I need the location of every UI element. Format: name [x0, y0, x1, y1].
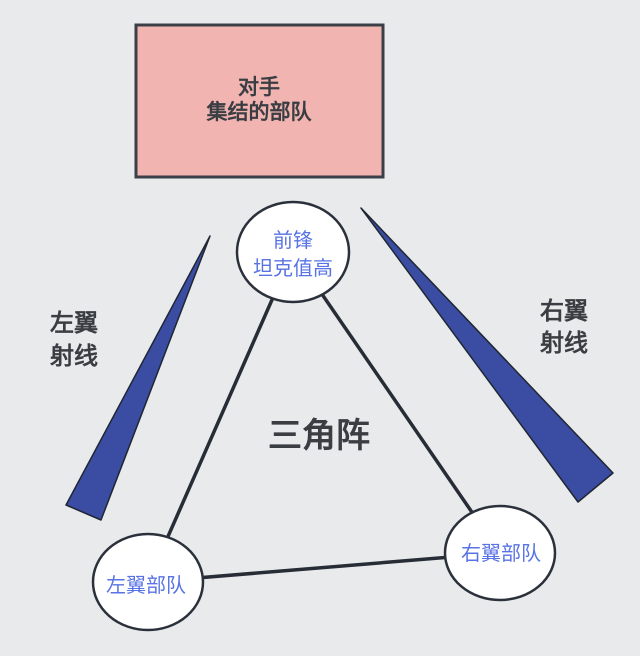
left-ray-label-line2: 射线 — [49, 343, 98, 370]
connector-leftwing-rightwing — [146, 551, 502, 584]
right-wing-node-label: 右翼部队 — [461, 542, 541, 565]
enemy-troops-label-line2: 集结的部队 — [206, 100, 313, 124]
left-wing-node — [91, 532, 205, 632]
left-ray-label-line1: 左翼 — [50, 310, 98, 337]
enemy-troops-box — [134, 23, 385, 179]
right-ray-label-line2: 射线 — [539, 330, 588, 357]
connector-vanguard-rightwing — [291, 250, 502, 555]
right-ray-wedge — [360, 207, 614, 503]
left-wing-node-label: 左翼部队 — [106, 574, 186, 597]
left-ray-wedge — [65, 235, 211, 521]
connector-vanguard-leftwing — [146, 250, 295, 584]
vanguard-node-label-line2: 坦克值高 — [253, 257, 333, 280]
right-ray-label-line1: 右翼 — [540, 298, 588, 325]
right-wing-node — [443, 504, 557, 602]
vanguard-node-label-line1: 前锋 — [273, 229, 313, 252]
enemy-troops-label-line1: 对手 — [238, 75, 280, 99]
formation-title: 三角阵 — [268, 417, 370, 455]
vanguard-node — [235, 200, 351, 304]
